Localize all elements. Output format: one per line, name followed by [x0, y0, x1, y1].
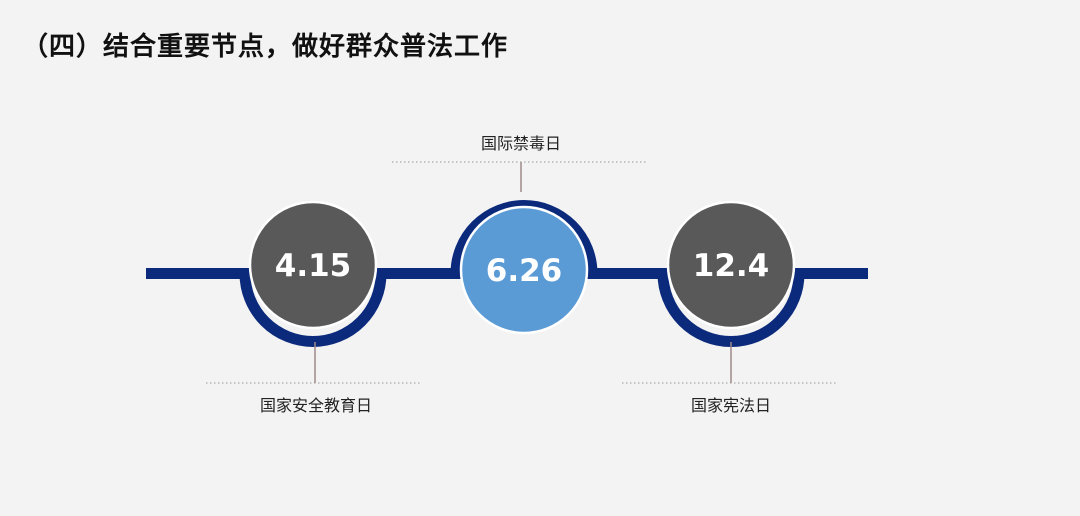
node-1-circle [248, 200, 378, 330]
node-1-label: 国家安全教育日 [259, 396, 373, 415]
node-2-label: 国际禁毒日 [480, 134, 562, 153]
arc-below-node-1 [239, 273, 387, 347]
arc-above-node-2 [450, 200, 598, 274]
arc-below-node-3 [657, 273, 805, 347]
node-3-label: 国家宪法日 [690, 396, 772, 415]
node-1-value: 4.15 [275, 248, 352, 284]
node-2-circle [459, 205, 589, 335]
node-3-value: 12.4 [693, 248, 770, 284]
node-2-value: 6.26 [486, 253, 563, 289]
node-3-circle [666, 200, 796, 330]
page-title: （四）结合重要节点，做好群众普法工作 [22, 32, 509, 62]
